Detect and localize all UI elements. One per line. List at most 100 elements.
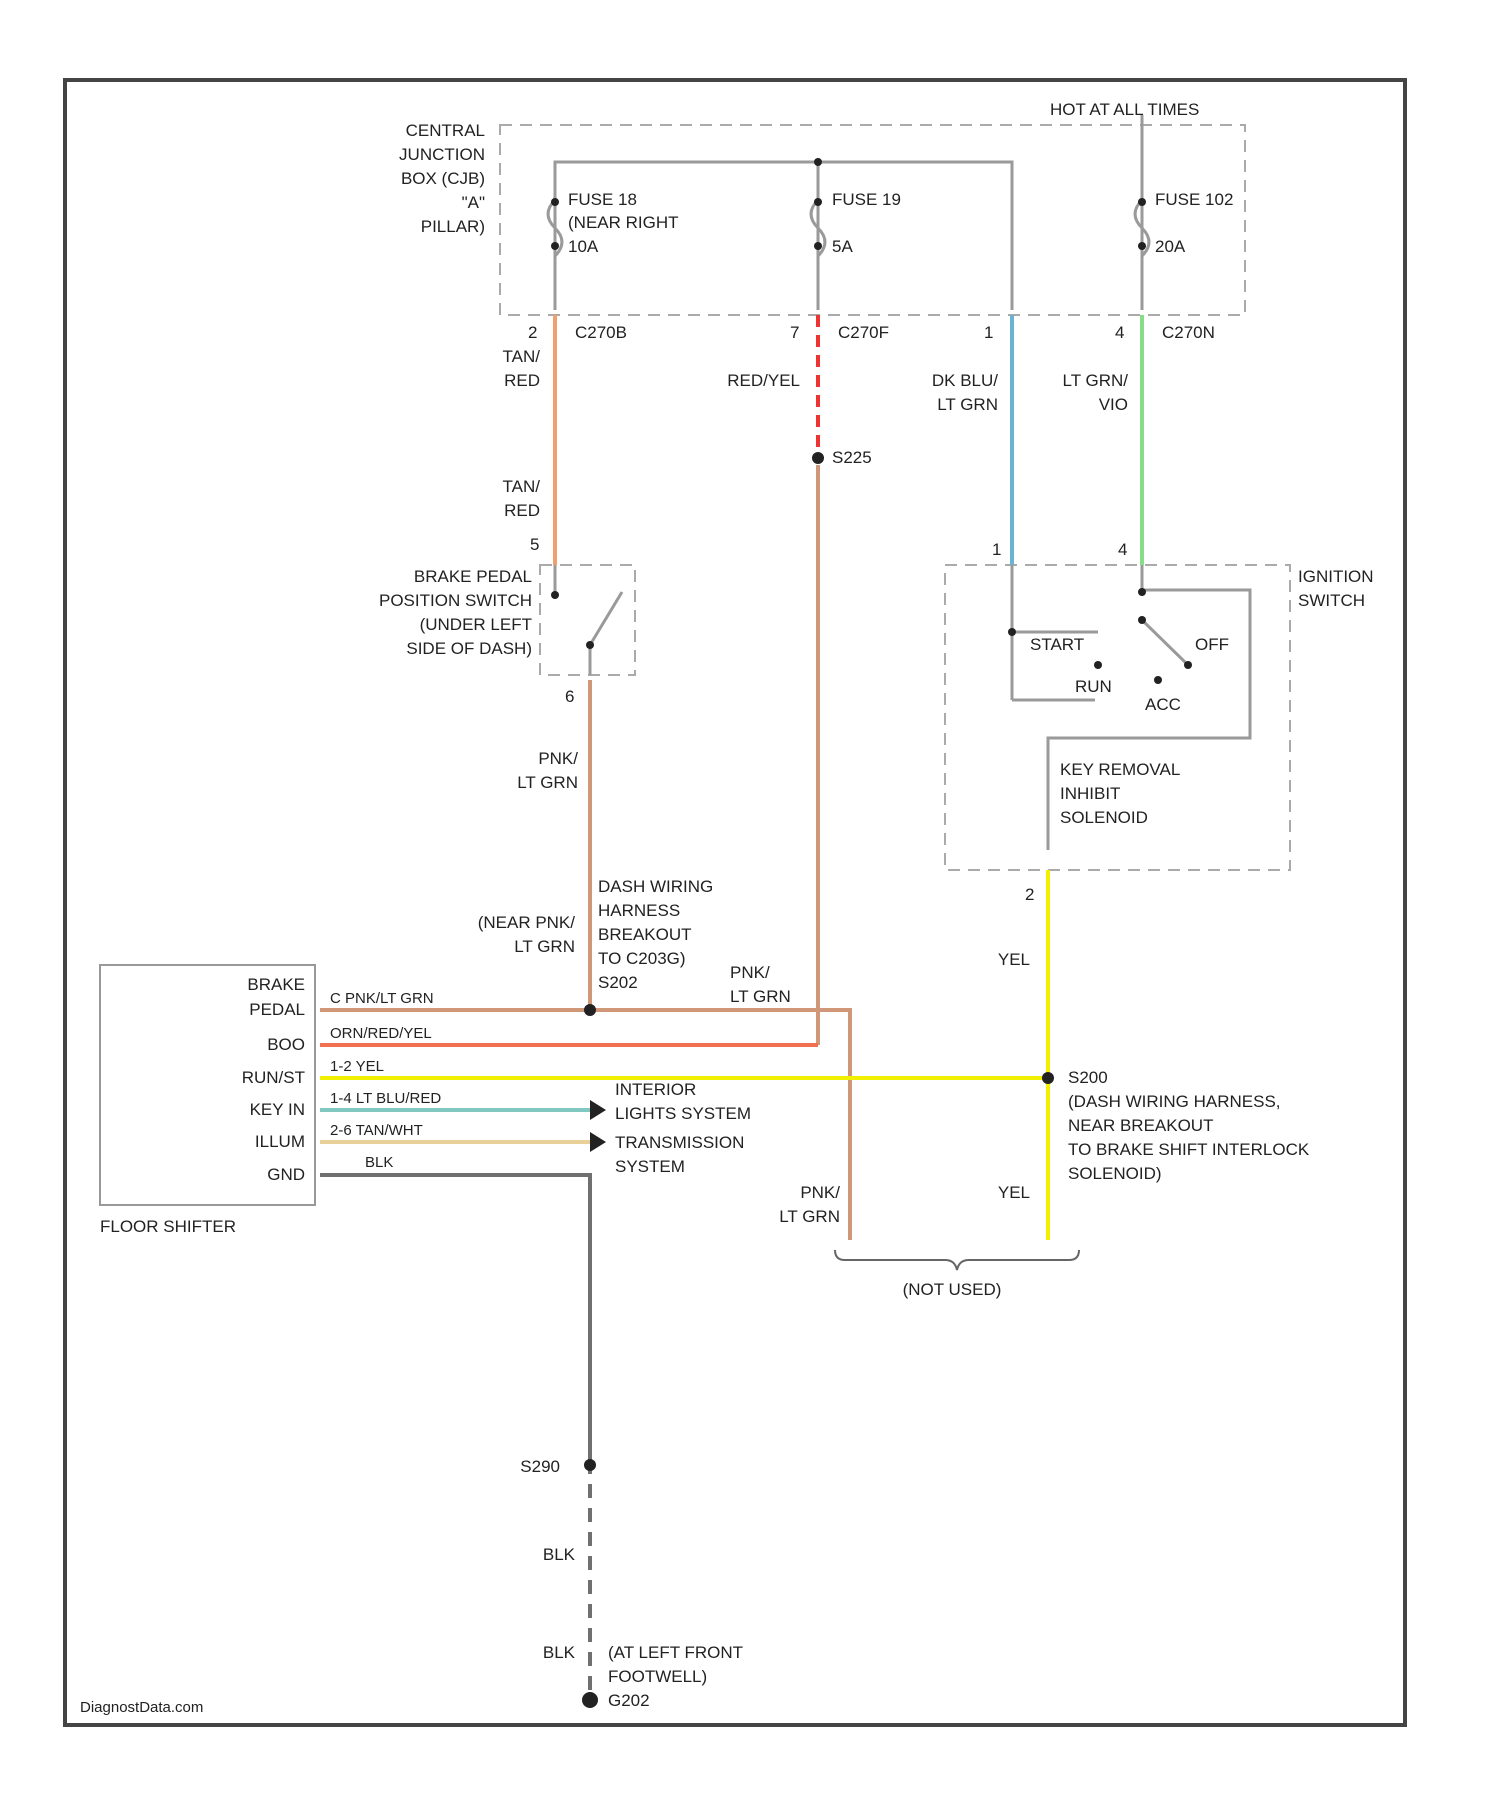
cjb-label: CENTRAL JUNCTION BOX (CJB) "A" PILLAR): [399, 121, 485, 236]
splice-s225-dot: [812, 452, 824, 464]
interior-lights-label: INTERIOR LIGHTS SYSTEM: [615, 1080, 751, 1123]
svg-text:SOLENOID): SOLENOID): [1068, 1164, 1162, 1183]
svg-text:SWITCH: SWITCH: [1298, 591, 1365, 610]
transmission-label: TRANSMISSION SYSTEM: [615, 1133, 744, 1176]
svg-text:C270B: C270B: [575, 323, 627, 342]
splice-s202-dot: [584, 1004, 596, 1016]
svg-text:TO C203G): TO C203G): [598, 949, 686, 968]
ignition-run-label: RUN: [1075, 677, 1112, 696]
arrow-interior-lights: [590, 1100, 606, 1120]
ground-g202-dot: [582, 1692, 598, 1708]
svg-text:(NEAR RIGHT: (NEAR RIGHT: [568, 213, 679, 232]
svg-text:SIDE OF DASH): SIDE OF DASH): [406, 639, 532, 658]
svg-text:C270N: C270N: [1162, 323, 1215, 342]
wire-pnk-lt-grn-label-2: PNK/ LT GRN: [730, 963, 791, 1006]
svg-text:C270F: C270F: [838, 323, 889, 342]
brake-pedal-switch-contacts: [555, 565, 622, 675]
svg-text:RED: RED: [504, 371, 540, 390]
svg-text:2: 2: [528, 323, 537, 342]
svg-text:IGNITION: IGNITION: [1298, 567, 1374, 586]
svg-text:5A: 5A: [832, 237, 853, 256]
svg-text:20A: 20A: [1155, 237, 1186, 256]
wire-lt-grn-vio-label: LT GRN/ VIO: [1063, 371, 1129, 414]
fs-pin-gnd: GND: [267, 1165, 305, 1184]
ignition-start-label: START: [1030, 635, 1084, 654]
svg-text:INHIBIT: INHIBIT: [1060, 784, 1120, 803]
svg-text:HARNESS: HARNESS: [598, 901, 680, 920]
svg-text:KEY REMOVAL: KEY REMOVAL: [1060, 760, 1180, 779]
svg-text:(NEAR PNK/: (NEAR PNK/: [478, 913, 576, 932]
svg-text:(DASH WIRING HARNESS,: (DASH WIRING HARNESS,: [1068, 1092, 1281, 1111]
wire-blk-label-2: BLK: [543, 1643, 576, 1662]
splice-s290-dot: [584, 1459, 596, 1471]
svg-text:BREAKOUT: BREAKOUT: [598, 925, 692, 944]
svg-text:FUSE 102: FUSE 102: [1155, 190, 1233, 209]
ignition-pin-1: 1: [992, 540, 1001, 559]
splice-s290-label: S290: [520, 1457, 560, 1476]
svg-text:JUNCTION: JUNCTION: [399, 145, 485, 164]
svg-text:LT GRN: LT GRN: [730, 987, 791, 1006]
hot-at-all-times-label: HOT AT ALL TIMES: [1050, 100, 1199, 119]
wire-blk-label-1: BLK: [543, 1545, 576, 1564]
wire-tan-red-label-2: TAN/ RED: [503, 477, 541, 520]
svg-text:PNK/: PNK/: [538, 749, 578, 768]
wire-tan-red-label-1: TAN/ RED: [503, 347, 541, 390]
watermark: DiagnostData.com: [80, 1699, 203, 1716]
ignition-switch-label: IGNITION SWITCH: [1298, 567, 1374, 610]
svg-text:1-4 LT BLU/RED: 1-4 LT BLU/RED: [330, 1090, 441, 1107]
wire-pnk-lt-grn-label-1: PNK/ LT GRN: [517, 749, 578, 792]
svg-text:TO BRAKE SHIFT INTERLOCK: TO BRAKE SHIFT INTERLOCK: [1068, 1140, 1310, 1159]
svg-text:ORN/RED/YEL: ORN/RED/YEL: [330, 1025, 432, 1042]
svg-text:4: 4: [1115, 323, 1124, 342]
svg-text:(UNDER LEFT: (UNDER LEFT: [420, 615, 532, 634]
ignition-pin-2: 2: [1025, 885, 1034, 904]
arrow-transmission: [590, 1132, 606, 1152]
svg-text:LT GRN: LT GRN: [517, 773, 578, 792]
bpp-contact-2: [586, 641, 594, 649]
fs-pin-brake-pedal: BRAKE: [247, 975, 305, 994]
svg-text:TAN/: TAN/: [503, 347, 541, 366]
fs-pin-boo: BOO: [267, 1035, 305, 1054]
svg-text:PNK/: PNK/: [800, 1183, 840, 1202]
svg-text:S200: S200: [1068, 1068, 1108, 1087]
svg-text:S202: S202: [598, 973, 638, 992]
svg-text:VIO: VIO: [1099, 395, 1128, 414]
svg-text:INTERIOR: INTERIOR: [615, 1080, 696, 1099]
fs-pin-key-in: KEY IN: [250, 1100, 305, 1119]
svg-text:"A": "A": [462, 193, 485, 212]
splice-s225-label: S225: [832, 448, 872, 467]
svg-text:BRAKE PEDAL: BRAKE PEDAL: [414, 567, 532, 586]
svg-text:SOLENOID: SOLENOID: [1060, 808, 1148, 827]
fuse-c-label: FUSE 102 20A: [1155, 190, 1233, 256]
svg-text:2-6 TAN/WHT: 2-6 TAN/WHT: [330, 1122, 423, 1139]
dash-harness-label: DASH WIRING HARNESS BREAKOUT TO C203G) S…: [598, 877, 713, 992]
svg-text:LT GRN: LT GRN: [937, 395, 998, 414]
fuse-b-label: FUSE 19 5A: [832, 190, 901, 256]
svg-text:RED: RED: [504, 501, 540, 520]
svg-text:7: 7: [790, 323, 799, 342]
wire-gnd: [320, 1175, 590, 1460]
bpp-pin-bottom: 6: [565, 687, 574, 706]
svg-text:1-2 YEL: 1-2 YEL: [330, 1058, 384, 1075]
wire-pnk-lt-grn-label-3: PNK/ LT GRN: [779, 1183, 840, 1226]
not-used-brace: [835, 1250, 1079, 1270]
fs-pin-illum: ILLUM: [255, 1132, 305, 1151]
floor-shifter-label: FLOOR SHIFTER: [100, 1217, 236, 1236]
brake-pedal-switch-label: BRAKE PEDAL POSITION SWITCH (UNDER LEFT …: [379, 567, 532, 658]
wire-dk-blu-label: DK BLU/ LT GRN: [932, 371, 998, 414]
svg-text:CENTRAL: CENTRAL: [406, 121, 485, 140]
ignition-pin-4: 4: [1118, 540, 1127, 559]
svg-text:1: 1: [984, 323, 993, 342]
svg-text:BOX (CJB): BOX (CJB): [401, 169, 485, 188]
wire-red-yel-label: RED/YEL: [727, 371, 800, 390]
svg-text:TAN/: TAN/: [503, 477, 541, 496]
ignition-acc-label: ACC: [1145, 695, 1181, 714]
svg-text:SYSTEM: SYSTEM: [615, 1157, 685, 1176]
svg-text:PILLAR): PILLAR): [421, 217, 485, 236]
wire-yel-label-2: YEL: [998, 1183, 1030, 1202]
fs-pin-brake-pedal-2: PEDAL: [249, 1000, 305, 1019]
key-removal-solenoid-label: KEY REMOVAL INHIBIT SOLENOID: [1060, 760, 1180, 827]
svg-text:(AT LEFT FRONT: (AT LEFT FRONT: [608, 1643, 743, 1662]
ground-label: (AT LEFT FRONT FOOTWELL) G202: [608, 1643, 743, 1710]
